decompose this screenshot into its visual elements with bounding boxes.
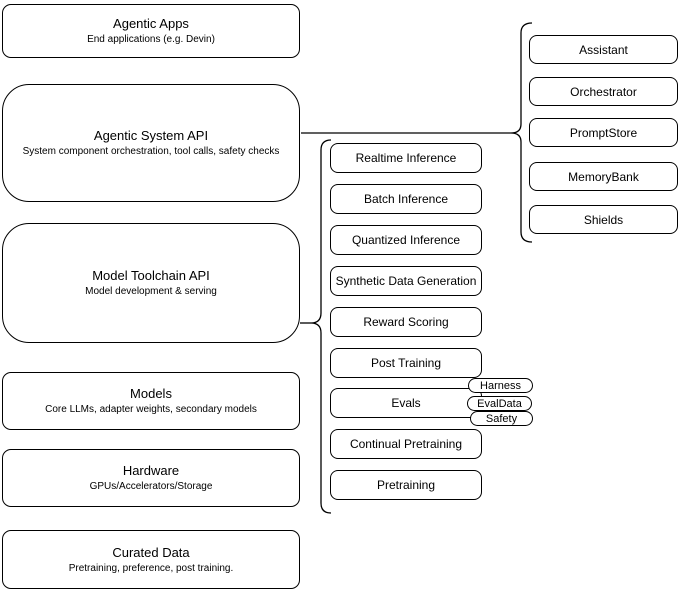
node-label: Evals: [391, 396, 421, 410]
tag-label: EvalData: [477, 397, 522, 410]
node-title: Models: [130, 386, 172, 401]
node-models: Models Core LLMs, adapter weights, secon…: [2, 372, 300, 430]
node-quantized-inference: Quantized Inference: [330, 225, 482, 255]
node-subtitle: GPUs/Accelerators/Storage: [89, 481, 213, 492]
node-label: Continual Pretraining: [349, 437, 463, 451]
node-subtitle: System component orchestration, tool cal…: [22, 146, 280, 157]
node-title: Model Toolchain API: [92, 268, 210, 283]
node-title: Curated Data: [112, 544, 190, 560]
node-label: Orchestrator: [570, 84, 637, 99]
node-label: MemoryBank: [568, 169, 639, 184]
node-subtitle: Model development & serving: [85, 286, 217, 297]
node-model-toolchain-api: Model Toolchain API Model development & …: [2, 223, 300, 343]
tag-harness: Harness: [468, 378, 533, 393]
node-title: Agentic Apps: [113, 16, 189, 31]
node-shields: Shields: [529, 205, 678, 234]
system-components-bracket: [510, 22, 533, 243]
node-label: Batch Inference: [363, 192, 449, 206]
tag-label: Safety: [485, 412, 518, 425]
node-subtitle: End applications (e.g. Devin): [87, 34, 215, 45]
node-subtitle: Pretraining, preference, post training.: [68, 562, 234, 574]
node-memorybank: MemoryBank: [529, 162, 678, 191]
tag-evaldata: EvalData: [467, 396, 532, 411]
node-pretraining: Pretraining: [330, 470, 482, 500]
node-reward-scoring: Reward Scoring: [330, 307, 482, 337]
node-title: Agentic System API: [93, 128, 209, 143]
node-label: Synthetic Data Generation: [335, 274, 477, 288]
node-label: Quantized Inference: [351, 233, 461, 247]
node-label: Realtime Inference: [355, 151, 457, 165]
node-continual-pretraining: Continual Pretraining: [330, 429, 482, 459]
node-orchestrator: Orchestrator: [529, 77, 678, 106]
node-label: Reward Scoring: [363, 315, 449, 329]
tag-safety: Safety: [470, 411, 533, 426]
node-evals: Evals: [330, 388, 482, 418]
node-agentic-system-api: Agentic System API System component orch…: [2, 84, 300, 202]
node-label: Post Training: [370, 356, 442, 370]
node-subtitle: Core LLMs, adapter weights, secondary mo…: [45, 404, 257, 415]
node-hardware: Hardware GPUs/Accelerators/Storage: [2, 449, 300, 507]
toolchain-services-bracket: [310, 139, 332, 514]
node-post-training: Post Training: [330, 348, 482, 378]
node-title: Hardware: [122, 463, 180, 478]
node-label: Shields: [583, 212, 624, 227]
node-realtime-inference: Realtime Inference: [330, 143, 482, 173]
node-curated-data: Curated Data Pretraining, preference, po…: [2, 530, 300, 589]
node-promptstore: PromptStore: [529, 118, 678, 147]
node-label: Pretraining: [376, 478, 436, 492]
node-batch-inference: Batch Inference: [330, 184, 482, 214]
node-agentic-apps: Agentic Apps End applications (e.g. Devi…: [2, 4, 300, 58]
node-label: PromptStore: [569, 125, 638, 140]
node-synthetic-data-generation: Synthetic Data Generation: [330, 266, 482, 296]
node-assistant: Assistant: [529, 35, 678, 64]
tag-label: Harness: [480, 379, 521, 392]
node-label: Assistant: [579, 42, 628, 57]
